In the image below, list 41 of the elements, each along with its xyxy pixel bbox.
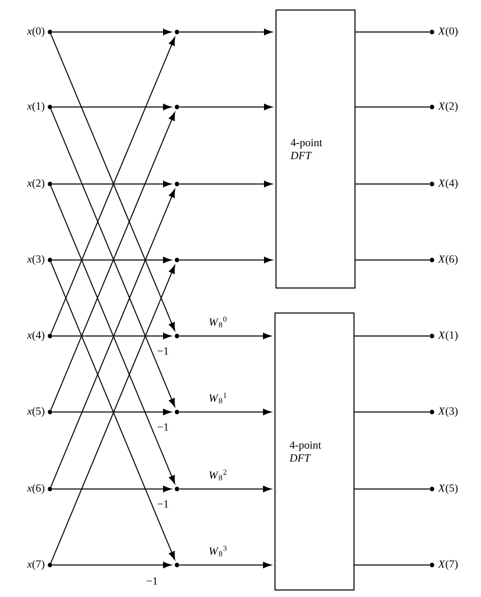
input-label: x(1) (26, 102, 44, 112)
input-label: x(6) (26, 484, 44, 494)
edge-label: −1 (156, 422, 170, 432)
arrow (52, 486, 172, 492)
input-label: x(7) (26, 560, 44, 570)
arrow (178, 256, 272, 264)
arrow (178, 104, 272, 110)
arrow (52, 180, 172, 188)
arrow (178, 408, 272, 416)
input-label: x(5) (26, 407, 44, 417)
dft-box: 4-point DFT (274, 312, 354, 590)
edge-label: −1 (145, 576, 159, 586)
arrow (52, 256, 172, 264)
output-line (354, 488, 430, 490)
input-label: x(4) (26, 331, 44, 341)
edge-label: −1 (156, 499, 170, 509)
output-label: X(1) (438, 331, 458, 341)
output-line (355, 106, 430, 108)
output-label: X(2) (438, 102, 458, 112)
arrow (52, 408, 172, 416)
input-label: x(0) (26, 27, 44, 37)
edge-label: −1 (156, 346, 170, 356)
arrow (178, 180, 272, 188)
output-label: X(7) (438, 560, 458, 570)
arrow (52, 28, 172, 36)
arrow (52, 104, 172, 110)
output-label: X(0) (438, 27, 458, 37)
arrow (52, 562, 172, 568)
input-label: x(3) (26, 255, 44, 265)
input-label: x(2) (26, 179, 44, 189)
output-label: X(5) (438, 484, 458, 494)
arrow (52, 332, 172, 340)
output-label: X(4) (438, 179, 458, 189)
dft-box: 4-point DFT (276, 10, 356, 288)
arrow (178, 562, 272, 568)
output-label: X(3) (438, 407, 458, 417)
arrow (178, 28, 272, 36)
arrow (178, 332, 272, 340)
arrow (178, 486, 272, 492)
output-label: X(6) (438, 255, 458, 265)
output-line (354, 564, 430, 566)
